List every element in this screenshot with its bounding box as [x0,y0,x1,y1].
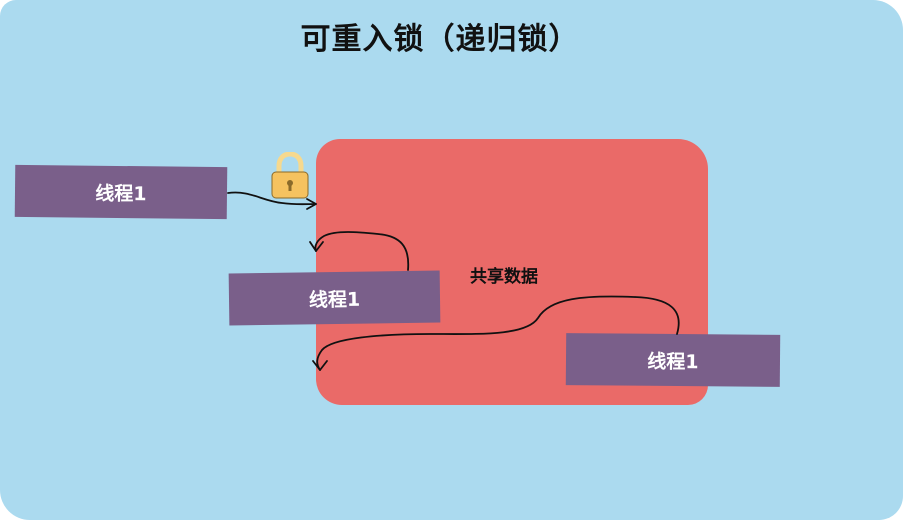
arrowhead-thread2-to-thread3 [312,360,328,371]
diagram-title: 可重入锁（递归锁） [300,22,580,57]
padlock-shackle [276,152,304,174]
arrow-thread1-to-shared [227,191,317,206]
shared-data-label: 共享数据 [470,267,538,287]
padlock-keyhole-slot [288,183,292,191]
arrowhead-thread1-to-shared [306,198,317,210]
arrow-shared-to-thread2 [314,231,410,271]
arrowhead-shared-to-thread2 [309,241,324,252]
padlock-icon [271,152,309,199]
arrow-thread2-to-thread3 [316,295,680,371]
